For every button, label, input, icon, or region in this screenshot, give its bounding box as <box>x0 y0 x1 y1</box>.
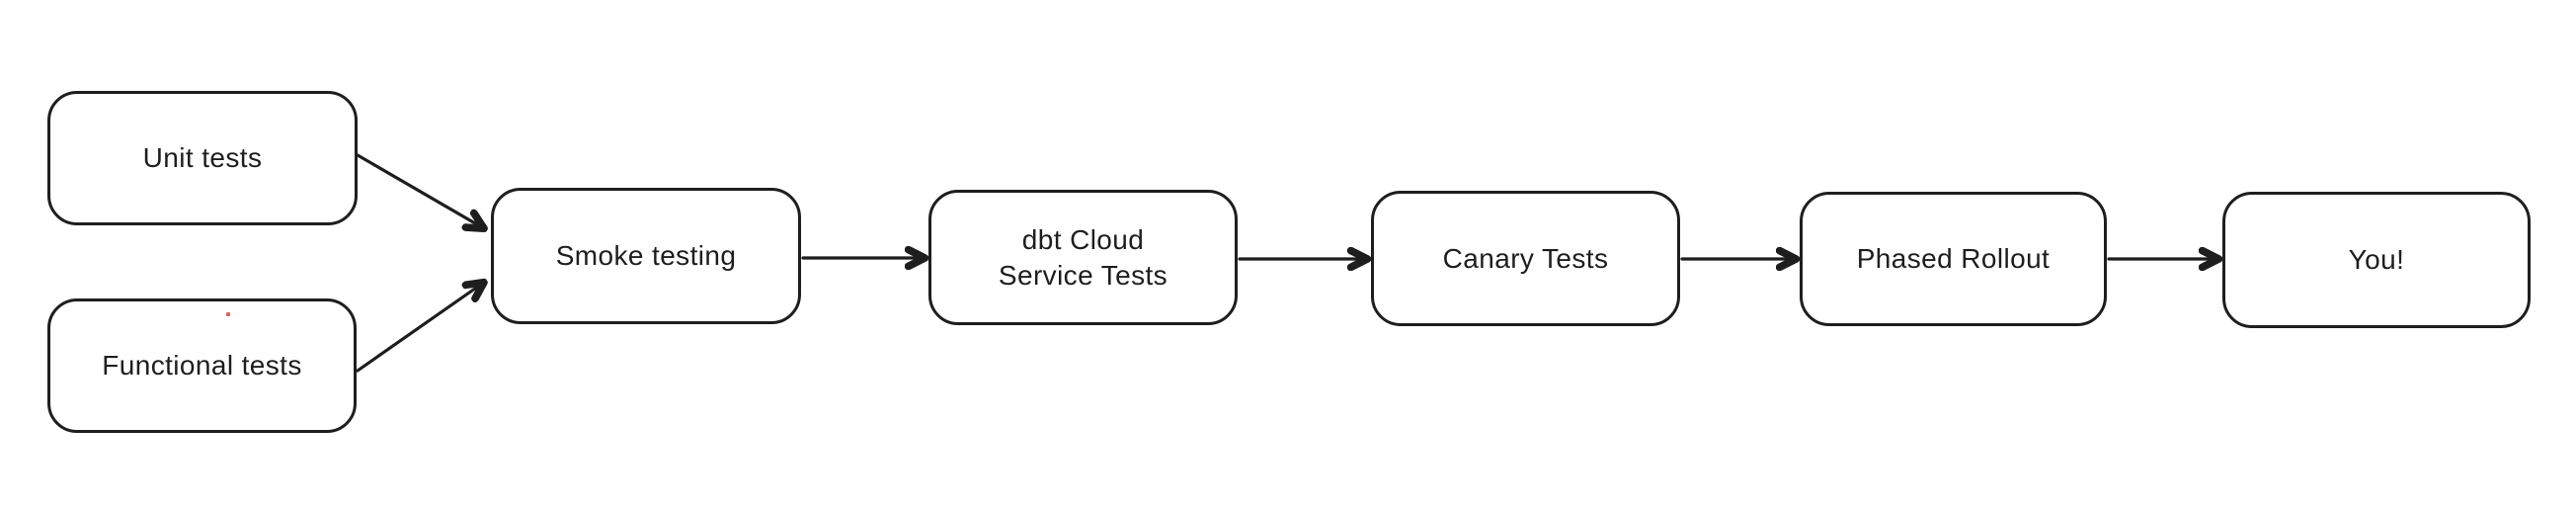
node-phased-rollout: Phased Rollout <box>1800 192 2107 326</box>
node-label-dbt-cloud-line1: dbt Cloud <box>1021 223 1145 255</box>
node-label-smoke-testing: Smoke testing <box>555 240 737 271</box>
node-label-dbt-cloud-line2: Service Tests <box>998 259 1168 291</box>
edge-unit-tests-to-smoke-testing <box>356 153 482 227</box>
node-you: You! <box>2222 192 2531 328</box>
node-dbt-cloud-service-tests: dbt Cloud Service Tests <box>928 190 1238 325</box>
node-unit-tests: Unit tests <box>47 91 358 225</box>
node-smoke-testing: Smoke testing <box>491 188 801 324</box>
node-label-you: You! <box>2348 244 2405 275</box>
node-label-phased-rollout: Phased Rollout <box>1856 243 2051 274</box>
node-canary-tests: Canary Tests <box>1371 191 1680 326</box>
node-functional-tests: Functional tests <box>47 298 357 433</box>
node-label-functional-tests: Functional tests <box>102 350 302 381</box>
node-label-unit-tests: Unit tests <box>142 142 263 173</box>
node-label-canary-tests: Canary Tests <box>1442 242 1609 274</box>
red-dot-artifact <box>226 312 230 316</box>
edge-functional-tests-to-smoke-testing <box>356 284 482 373</box>
